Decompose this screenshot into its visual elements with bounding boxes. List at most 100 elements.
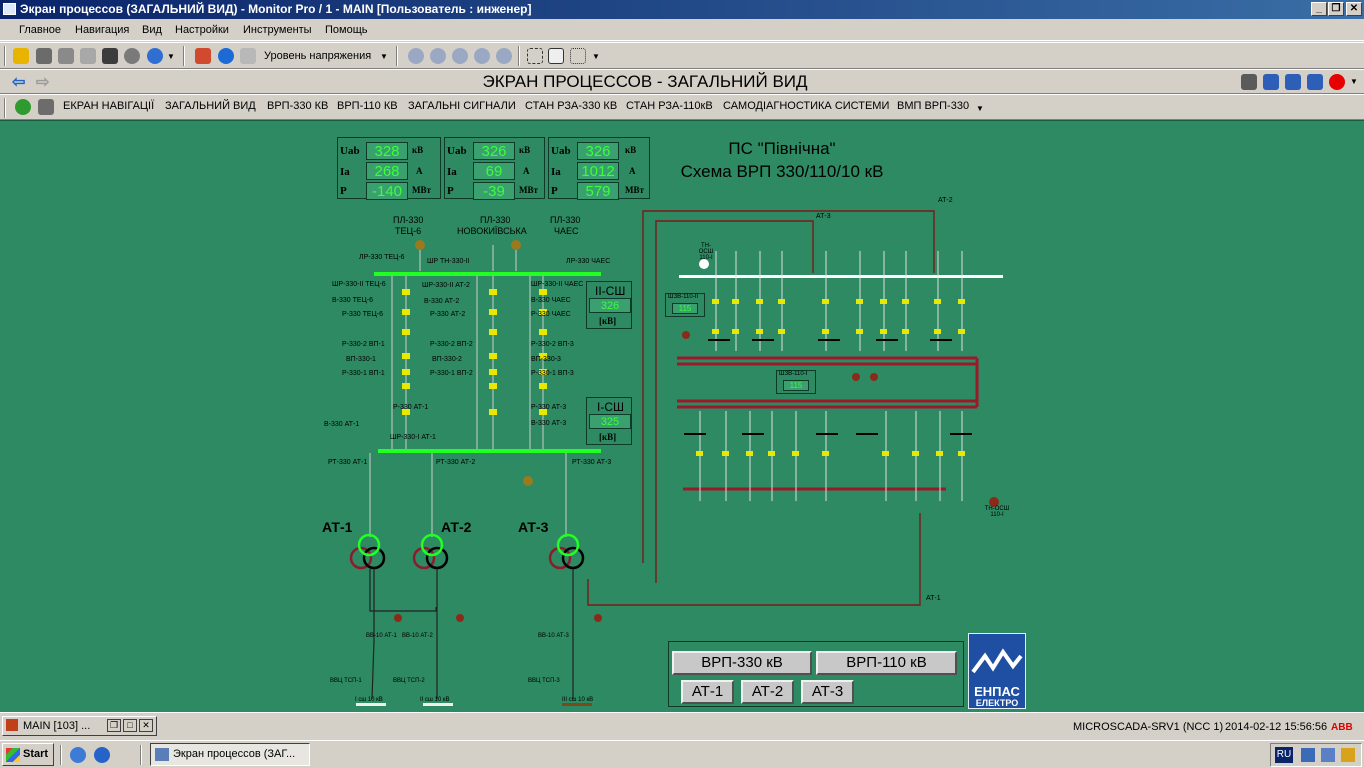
start-button[interactable]: Start	[2, 743, 54, 766]
refresh-icon[interactable]	[218, 48, 234, 64]
nav-navigation-screen[interactable]: ЕКРАН НАВІГАЦІЇ	[63, 100, 155, 112]
mdi-restore-button[interactable]: ❐	[107, 719, 121, 732]
alarm-dropdown-arrow[interactable]: ▼	[1350, 77, 1358, 86]
gear-icon[interactable]	[124, 48, 140, 64]
nav-general-view[interactable]: ЗАГАЛЬНИЙ ВИД	[165, 100, 256, 112]
equipment-label: РТ-330 АТ-3	[572, 459, 612, 466]
network-tray-icon[interactable]	[1301, 748, 1315, 762]
voltage-level-label[interactable]: Уровень напряжения	[264, 50, 372, 62]
nav-self-diagnostics[interactable]: САМОДІАГНОСТИКА СИСТЕМИ	[723, 100, 890, 112]
copy-icon[interactable]	[80, 48, 96, 64]
shzv-110-i-value: 115	[783, 380, 809, 391]
at-1-button[interactable]: АТ-1	[681, 680, 734, 704]
section-10kv-label: III сш 10 кВ	[562, 697, 594, 703]
zoom-area-icon[interactable]	[474, 48, 490, 64]
close-button[interactable]: ✕	[1346, 2, 1362, 16]
at-3-winding-1	[548, 546, 572, 570]
at-link-label: АТ-3	[816, 213, 831, 220]
equipment-label: ЛР-330 ЧАЕС	[566, 258, 611, 265]
tsp-3-node	[594, 614, 602, 622]
binoculars-icon[interactable]	[102, 48, 118, 64]
mw-unit: МВт	[519, 185, 538, 195]
bus-ii-unit: [кВ]	[599, 316, 617, 326]
voltage-level-icon[interactable]	[240, 48, 256, 64]
forward-icon[interactable]: ⇨	[36, 74, 50, 91]
at-1-label[interactable]: АТ-1	[322, 519, 353, 535]
zoom-fit-icon[interactable]	[452, 48, 468, 64]
security-tray-icon[interactable]	[1341, 748, 1355, 762]
select-icon[interactable]	[570, 48, 586, 64]
ie-quick-launch-icon[interactable]	[70, 747, 86, 763]
bus-i-label: I-СШ	[597, 400, 624, 414]
language-indicator[interactable]: RU	[1275, 747, 1293, 763]
pan-icon[interactable]	[548, 48, 564, 64]
at-2-button[interactable]: АТ-2	[741, 680, 794, 704]
tools-icon[interactable]	[38, 99, 54, 115]
back-icon[interactable]: ⇦	[12, 74, 26, 91]
voltage-dropdown-arrow[interactable]: ▼	[380, 52, 388, 61]
save-icon[interactable]	[36, 48, 52, 64]
help-dropdown-arrow[interactable]: ▼	[167, 52, 175, 61]
equipment-label: ВП-330-2	[432, 356, 462, 363]
monitor-icon[interactable]	[1241, 74, 1257, 90]
nav-rza-330[interactable]: СТАН РЗА-330 КВ	[525, 100, 618, 112]
at-2-winding-3	[420, 533, 444, 557]
at-3-label[interactable]: АТ-3	[518, 519, 549, 535]
at-2-label[interactable]: АТ-2	[441, 519, 472, 535]
ia-value: 69	[473, 162, 515, 180]
mdi-maximize-button[interactable]: □	[123, 719, 137, 732]
open-folder-icon[interactable]	[13, 48, 29, 64]
vrp-330-button[interactable]: ВРП-330 кВ	[672, 651, 812, 675]
nav-vrp-110[interactable]: ВРП-110 КВ	[337, 100, 398, 112]
nav-more-arrow[interactable]: ▼	[976, 104, 984, 113]
vrp-110-button[interactable]: ВРП-110 кВ	[816, 651, 957, 675]
at-3-button[interactable]: АТ-3	[801, 680, 854, 704]
nav-vrp-330[interactable]: ВРП-330 КВ	[267, 100, 329, 112]
task-app-icon	[155, 748, 169, 761]
window-titlebar[interactable]: Экран процессов (ЗАГАЛЬНИЙ ВИД) - Monito…	[0, 0, 1364, 19]
help-icon[interactable]	[147, 48, 163, 64]
zoom-in-icon[interactable]	[408, 48, 424, 64]
nav-general-signals[interactable]: ЗАГАЛЬНІ СИГНАЛИ	[408, 100, 516, 112]
measure-panel-tec6[interactable]: Uab Ia P 328 268 -140 кВ А МВт	[337, 137, 441, 200]
menu-help[interactable]: Помощь	[325, 24, 368, 36]
alarm-list-icon[interactable]	[195, 48, 211, 64]
measure-panel-chaes[interactable]: Uab Ia P 326 1012 579 кВ А МВт	[548, 137, 650, 200]
select-dropdown-arrow[interactable]: ▼	[592, 52, 600, 61]
shzv-110-ii-box[interactable]: ШЗВ-110-ІІ 115	[665, 293, 705, 317]
line-330-chaes-label: ПЛ-330	[550, 215, 581, 225]
mdi-close-button[interactable]: ✕	[139, 719, 153, 732]
section-10kv-label: II сш 10 кВ	[420, 697, 450, 703]
zoom-out-icon[interactable]	[430, 48, 446, 64]
menu-settings[interactable]: Настройки	[175, 24, 229, 36]
p-value: -39	[473, 182, 515, 200]
menu-navigation[interactable]: Навигация	[75, 24, 130, 36]
equipment-label: РТ-330 АТ-1	[328, 459, 368, 466]
menu-view[interactable]: Вид	[142, 24, 162, 36]
display-icon[interactable]	[1263, 74, 1279, 90]
print-icon[interactable]	[58, 48, 74, 64]
menu-main[interactable]: Главное	[19, 24, 62, 36]
select-area-icon[interactable]	[527, 48, 543, 64]
measure-panel-novokyivska[interactable]: Uab Ia P 326 69 -39 кВ А МВт	[444, 137, 545, 200]
mdi-window-tab[interactable]: MAIN [103] ... ❐ □ ✕	[2, 716, 157, 736]
equipment-label: Р-330-1 ВП-2	[430, 370, 473, 377]
taskbar-task-process-screen[interactable]: Экран процессов (ЗАГ...	[150, 743, 310, 766]
display-2-icon[interactable]	[1285, 74, 1301, 90]
display-tray-icon[interactable]	[1321, 748, 1335, 762]
bus-ii-voltage-box[interactable]: II-СШ 326 [кВ]	[586, 281, 632, 329]
menu-tools[interactable]: Инструменты	[243, 24, 312, 36]
nav-rza-110[interactable]: СТАН РЗА-110кВ	[626, 100, 713, 112]
alarm-indicator-icon[interactable]	[1329, 74, 1345, 90]
reload-icon[interactable]	[15, 99, 31, 115]
display-3-icon[interactable]	[1307, 74, 1323, 90]
line-330-chaes-node	[511, 240, 521, 250]
restore-button[interactable]: ❐	[1328, 2, 1344, 16]
nav-vmp-vrp-330[interactable]: ВМП ВРП-330	[897, 100, 970, 112]
zoom-reset-icon[interactable]	[496, 48, 512, 64]
mw-unit: МВт	[625, 185, 644, 195]
shzv-110-i-box[interactable]: ШЗВ-110-І 115	[776, 370, 816, 394]
bus-i-voltage-box[interactable]: I-СШ 325 [кВ]	[586, 397, 632, 445]
browser-quick-launch-icon[interactable]	[94, 747, 110, 763]
minimize-button[interactable]: _	[1311, 2, 1327, 16]
